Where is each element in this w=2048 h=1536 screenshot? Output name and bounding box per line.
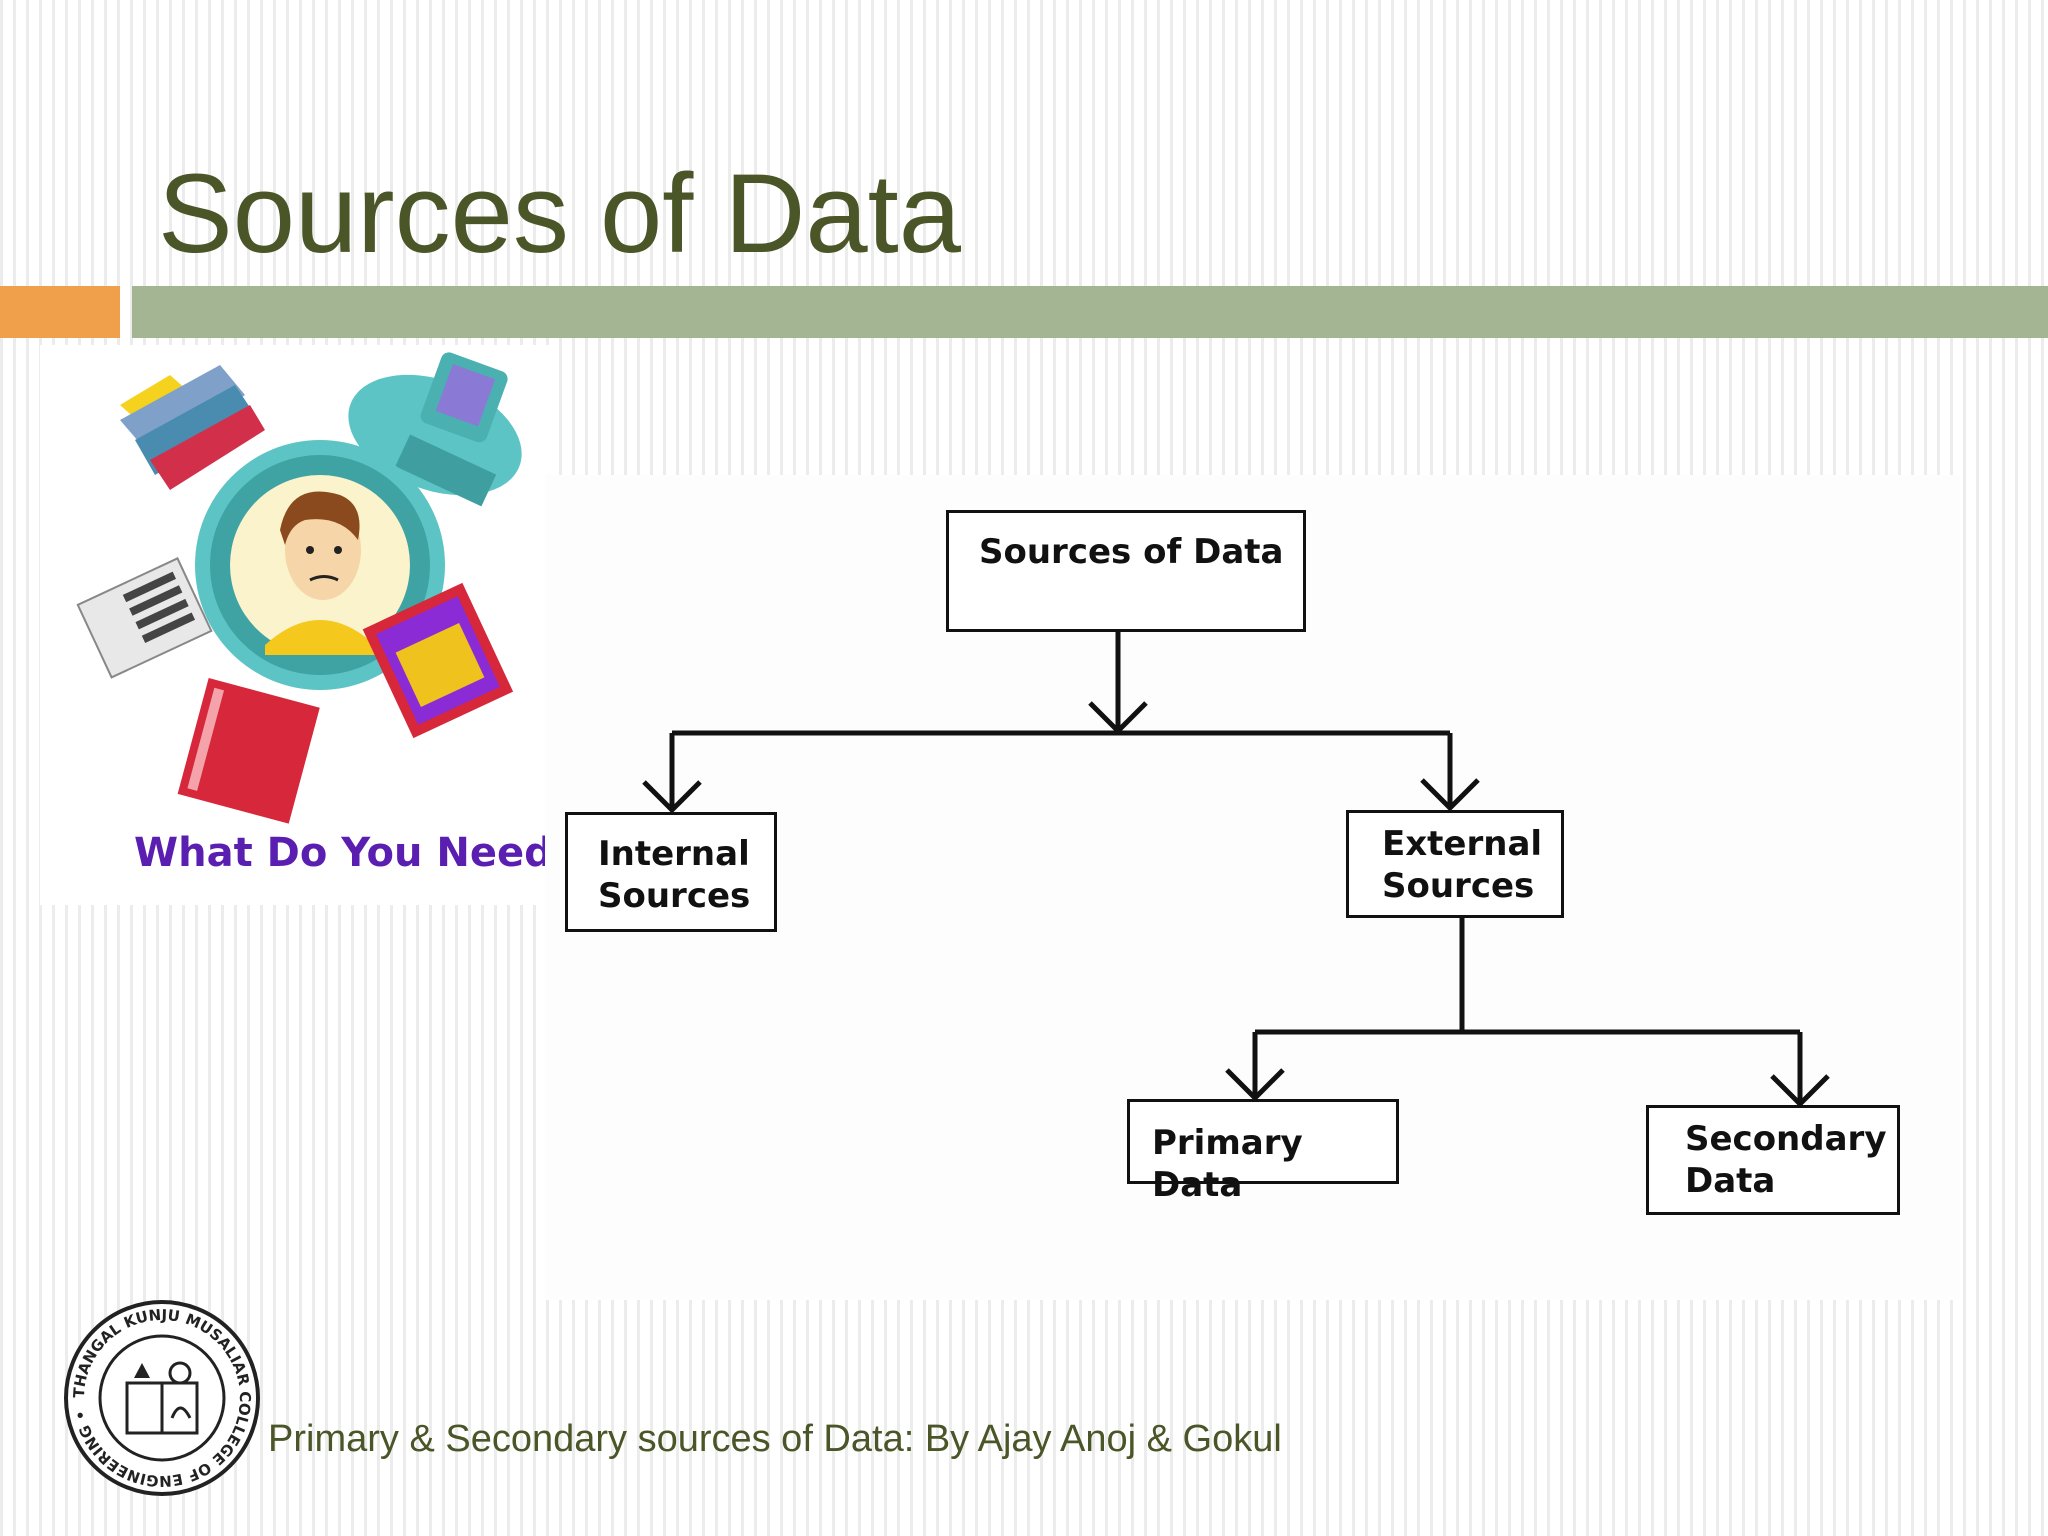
seal-emblem-icon: THANGAL KUNJU MUSALIAR COLLEGE OF ENGINE… bbox=[56, 1284, 260, 1496]
clipart-panel: What Do You Need? bbox=[40, 345, 576, 905]
newspaper-icon bbox=[76, 557, 213, 679]
node-internal-sources: Internal Sources bbox=[565, 812, 777, 932]
diagram-connectors bbox=[642, 630, 1830, 1108]
node-external-sources: External Sources bbox=[1346, 810, 1564, 918]
diagram-canvas: Sources of Data Internal Sources Externa… bbox=[545, 475, 1960, 1300]
person-portrait-icon bbox=[195, 440, 445, 690]
footer-credit: Primary & Secondary sources of Data: By … bbox=[268, 1418, 1282, 1460]
title-accent-bar-green bbox=[132, 286, 2048, 338]
node-sources-of-data: Sources of Data bbox=[946, 510, 1306, 632]
researcher-illustration bbox=[76, 352, 522, 824]
books-stack-icon bbox=[120, 365, 265, 490]
node-primary-data: Primary Data bbox=[1127, 1099, 1399, 1205]
magazines-icon bbox=[362, 582, 514, 739]
slide-title: Sources of Data bbox=[158, 151, 962, 276]
college-seal-logo: THANGAL KUNJU MUSALIAR COLLEGE OF ENGINE… bbox=[56, 1284, 262, 1498]
title-accent-bar-orange bbox=[0, 286, 120, 338]
journal-icon bbox=[177, 677, 320, 824]
clipart-caption: What Do You Need? bbox=[134, 830, 576, 876]
node-secondary-data: Secondary Data bbox=[1646, 1105, 1900, 1215]
